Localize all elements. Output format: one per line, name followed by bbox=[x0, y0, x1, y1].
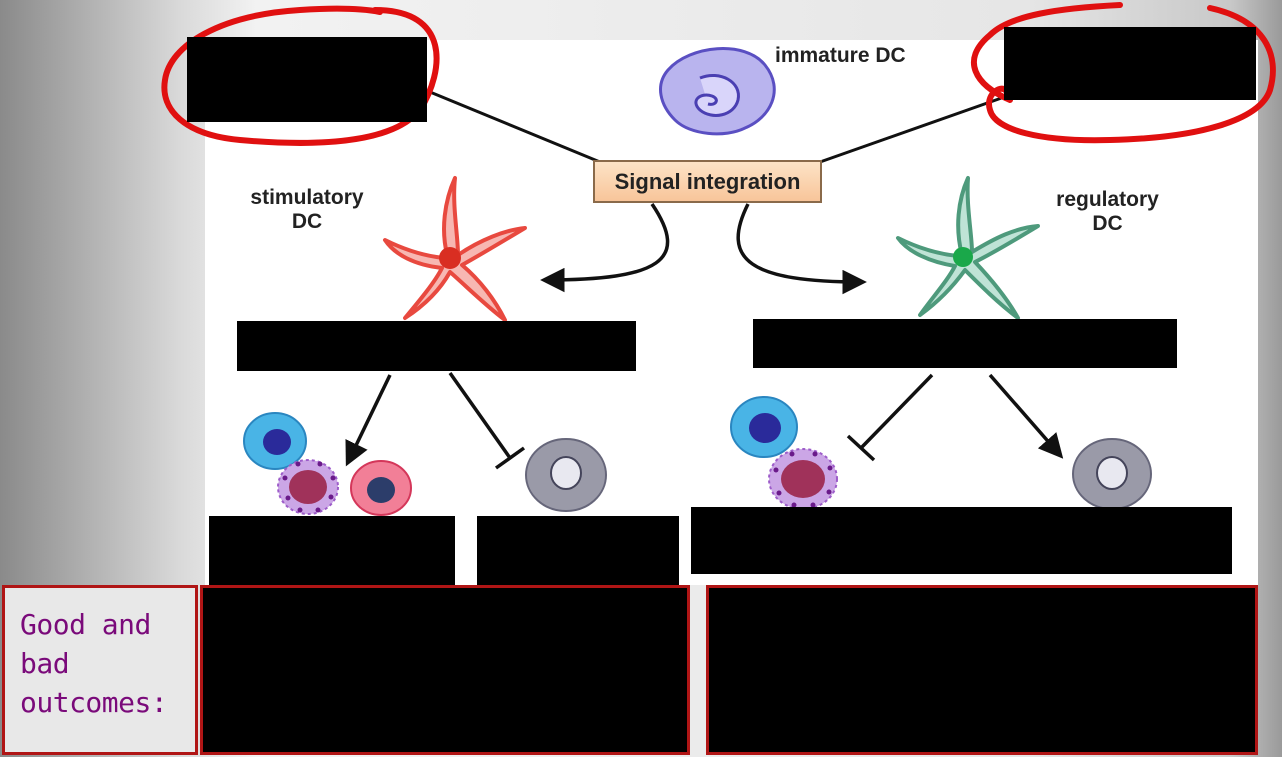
regulatory-dc-label-line2: DC bbox=[1092, 212, 1123, 235]
redacted-box-treg-stim bbox=[477, 516, 679, 586]
signal-integration-box: Signal integration bbox=[593, 160, 822, 203]
stimulatory-dc-label: stimulatory DC bbox=[232, 186, 382, 234]
connector-right-top bbox=[819, 93, 1011, 164]
annotation-circle-left bbox=[161, 5, 440, 146]
redacted-box-stimulatory-function bbox=[237, 321, 636, 371]
regulatory-dc-label: regulatory DC bbox=[1035, 188, 1180, 236]
arrow-reg-to-treg bbox=[988, 373, 1064, 459]
inhibit-reg-line bbox=[860, 373, 934, 449]
stimulatory-dc-label-line2: DC bbox=[291, 210, 323, 233]
redacted-box-regulatory-outcome-cells bbox=[691, 507, 1232, 574]
arrow-to-stimulatory bbox=[540, 203, 670, 293]
t-cell-blue-right-icon bbox=[730, 396, 798, 458]
granulocyte-right-icon bbox=[768, 448, 838, 510]
inhibit-reg-bar bbox=[846, 434, 876, 462]
redacted-box-top-right bbox=[1004, 27, 1256, 100]
treg-cell-right-icon bbox=[1072, 438, 1152, 510]
granulocyte-left-icon bbox=[277, 459, 339, 515]
outcomes-label-line2: bad bbox=[20, 647, 70, 680]
redacted-box-top-left bbox=[187, 37, 427, 122]
redacted-outcome-regulatory bbox=[706, 585, 1258, 755]
regulatory-dc-icon bbox=[896, 176, 1040, 320]
stimulatory-dc-icon bbox=[383, 176, 527, 322]
outcomes-label-box bbox=[2, 585, 198, 755]
outcomes-label-line1: Good and bbox=[20, 608, 151, 641]
redacted-outcome-stimulatory bbox=[200, 585, 690, 755]
inhibit-stim-bar bbox=[494, 446, 526, 470]
stimulatory-dc-label-line1: stimulatory bbox=[250, 186, 364, 209]
arrow-to-regulatory bbox=[736, 203, 867, 295]
cell-red-left-icon bbox=[350, 460, 412, 516]
inhibit-stim-line bbox=[448, 371, 512, 460]
treg-cell-left-icon bbox=[525, 438, 607, 512]
regulatory-dc-label-line1: regulatory bbox=[1056, 188, 1159, 211]
redacted-box-regulatory-function bbox=[753, 319, 1177, 368]
immature-dc-icon bbox=[659, 47, 776, 136]
signal-integration-label: Signal integration bbox=[614, 168, 801, 194]
t-cell-blue-left-icon bbox=[243, 412, 307, 470]
connector-left-top bbox=[429, 90, 601, 164]
redacted-box-effector-cells bbox=[209, 516, 455, 586]
outcomes-label-line3: outcomes: bbox=[20, 686, 168, 719]
immature-dc-label: immature DC bbox=[775, 44, 906, 67]
outcomes-label: Good and bad outcomes: bbox=[20, 605, 190, 722]
arrow-stim-to-effectors bbox=[345, 374, 392, 467]
annotation-circle-right bbox=[970, 2, 1276, 144]
